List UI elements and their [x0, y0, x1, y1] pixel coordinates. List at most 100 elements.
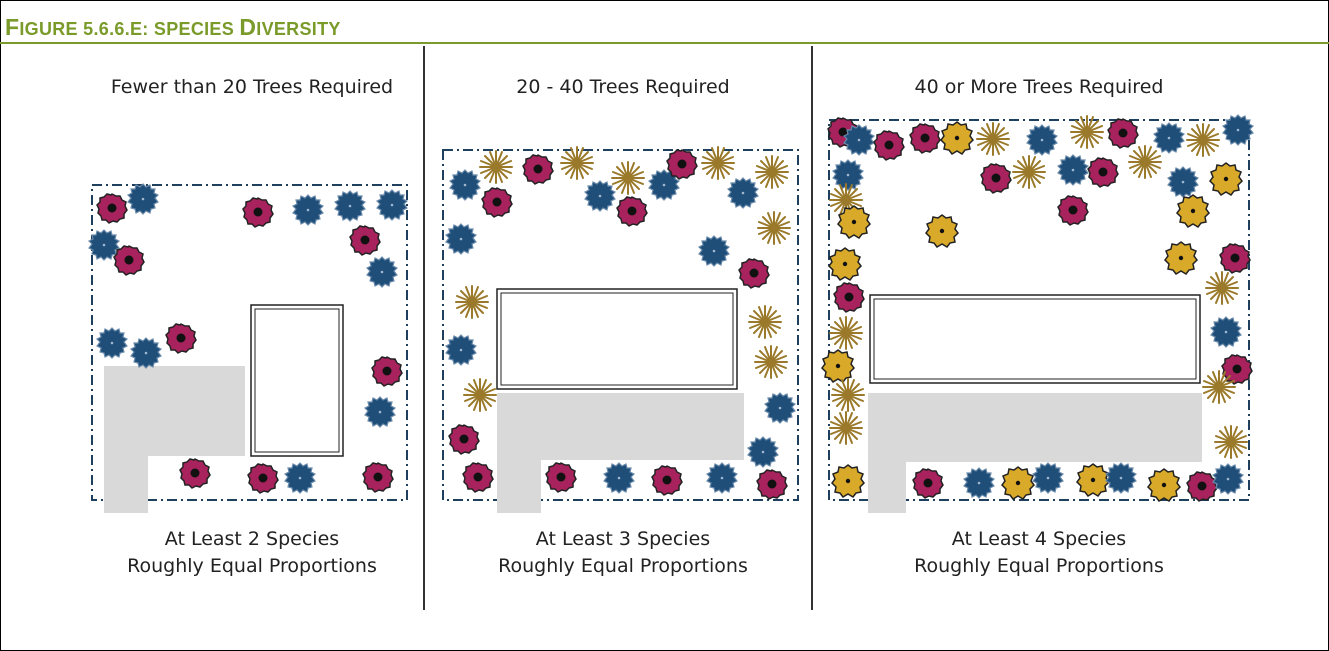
starburst-tree-icon: [1070, 115, 1104, 149]
blue-tree-icon: [127, 183, 159, 215]
magenta-tree-icon: [1087, 157, 1119, 188]
blue-tree-icon: [843, 124, 875, 156]
panel-2-heading: 20 - 40 Trees Required: [516, 76, 729, 98]
blue-tree-icon: [1026, 124, 1058, 156]
magenta-tree-icon: [545, 462, 577, 493]
magenta-tree-icon: [909, 123, 941, 154]
blue-tree-icon: [449, 169, 481, 201]
blue-tree-icon: [963, 467, 995, 499]
lot-boundary: [828, 119, 1250, 501]
blue-tree-icon: [96, 327, 128, 359]
magenta-tree-icon: [912, 468, 944, 499]
blue-tree-icon: [1210, 316, 1242, 348]
starburst-tree-icon: [831, 378, 865, 412]
magenta-tree-icon: [616, 196, 648, 227]
blue-tree-icon: [747, 436, 779, 468]
blue-tree-icon: [366, 256, 398, 288]
magenta-tree-icon: [481, 187, 513, 218]
starburst-tree-icon: [829, 316, 863, 350]
pavement: [104, 366, 245, 513]
magenta-tree-icon: [349, 225, 381, 256]
magenta-tree-icon: [666, 149, 698, 180]
yellow-tree-icon: [821, 349, 855, 383]
yellow-tree-icon: [1076, 463, 1110, 497]
magenta-tree-icon: [1057, 195, 1089, 226]
figure-title: FIGURE 5.6.6.E: SPECIES DIVERSITY: [5, 14, 341, 40]
starburst-tree-icon: [701, 146, 735, 180]
yellow-tree-icon: [925, 214, 959, 248]
magenta-tree-icon: [833, 282, 865, 313]
blue-tree-icon: [1032, 462, 1064, 494]
panel-1-site-plan: [88, 183, 408, 513]
magenta-tree-icon: [1107, 118, 1139, 149]
blue-tree-icon: [130, 337, 162, 369]
magenta-tree-icon: [651, 465, 683, 496]
panel-2-caption-line2: Roughly Equal Proportions: [498, 555, 748, 577]
blue-tree-icon: [584, 180, 616, 212]
magenta-tree-icon: [165, 323, 197, 354]
magenta-tree-icon: [242, 197, 274, 228]
magenta-tree-icon: [1186, 471, 1218, 502]
yellow-tree-icon: [837, 205, 871, 239]
magenta-tree-icon: [371, 356, 403, 387]
blue-tree-icon: [334, 190, 366, 222]
blue-tree-icon: [1167, 166, 1199, 198]
magenta-tree-icon: [980, 163, 1012, 194]
blue-tree-icon: [292, 194, 324, 226]
panel-3-heading: 40 or More Trees Required: [915, 76, 1164, 98]
magenta-tree-icon: [96, 193, 128, 224]
lot-boundary: [91, 184, 408, 501]
magenta-tree-icon: [756, 469, 788, 500]
building-inner: [873, 298, 1197, 380]
panel-3-caption-line1: At Least 4 Species: [952, 528, 1126, 550]
yellow-tree-icon: [831, 464, 865, 498]
blue-tree-icon: [284, 462, 316, 494]
blue-tree-icon: [698, 235, 730, 267]
starburst-tree-icon: [754, 345, 788, 379]
magenta-tree-icon: [362, 462, 394, 493]
lot-boundary: [442, 149, 799, 501]
panel-3-caption-line2: Roughly Equal Proportions: [914, 555, 1164, 577]
blue-tree-icon: [1057, 154, 1089, 186]
starburst-tree-icon: [1012, 155, 1046, 189]
starburst-tree-icon: [1214, 425, 1248, 459]
starburst-tree-icon: [560, 146, 594, 180]
panel-1-caption-line2: Roughly Equal Proportions: [127, 555, 377, 577]
panel-1-heading: Fewer than 20 Trees Required: [111, 76, 393, 98]
blue-tree-icon: [445, 334, 477, 366]
yellow-tree-icon: [1001, 466, 1035, 500]
starburst-tree-icon: [1128, 145, 1162, 179]
starburst-tree-icon: [463, 378, 497, 412]
blue-tree-icon: [364, 396, 396, 428]
magenta-tree-icon: [1219, 243, 1251, 274]
yellow-tree-icon: [1176, 194, 1210, 228]
magenta-tree-icon: [522, 154, 554, 185]
yellow-tree-icon: [1209, 162, 1243, 196]
blue-tree-icon: [706, 462, 738, 494]
magenta-tree-icon: [247, 463, 279, 494]
magenta-tree-icon: [448, 424, 480, 455]
blue-tree-icon: [603, 462, 635, 494]
starburst-tree-icon: [748, 305, 782, 339]
magenta-tree-icon: [179, 458, 211, 489]
panel-1-caption-line1: At Least 2 Species: [165, 528, 339, 550]
panel-2-caption-line1: At Least 3 Species: [536, 528, 710, 550]
starburst-tree-icon: [755, 155, 789, 189]
yellow-tree-icon: [1147, 468, 1181, 502]
starburst-tree-icon: [829, 411, 863, 445]
blue-tree-icon: [832, 159, 864, 191]
yellow-tree-icon: [1164, 241, 1198, 275]
starburst-tree-icon: [1202, 370, 1236, 404]
building-inner: [254, 308, 340, 453]
starburst-tree-icon: [1186, 123, 1220, 157]
yellow-tree-icon: [940, 121, 974, 155]
blue-tree-icon: [1212, 463, 1244, 495]
magenta-tree-icon: [113, 245, 145, 276]
blue-tree-icon: [376, 189, 408, 221]
magenta-tree-icon: [738, 258, 770, 289]
blue-tree-icon: [1105, 462, 1137, 494]
panel-3-site-plan: [821, 114, 1254, 513]
title-rule: [0, 42, 1329, 44]
panel-2-site-plan: [442, 146, 799, 513]
starburst-tree-icon: [757, 211, 791, 245]
